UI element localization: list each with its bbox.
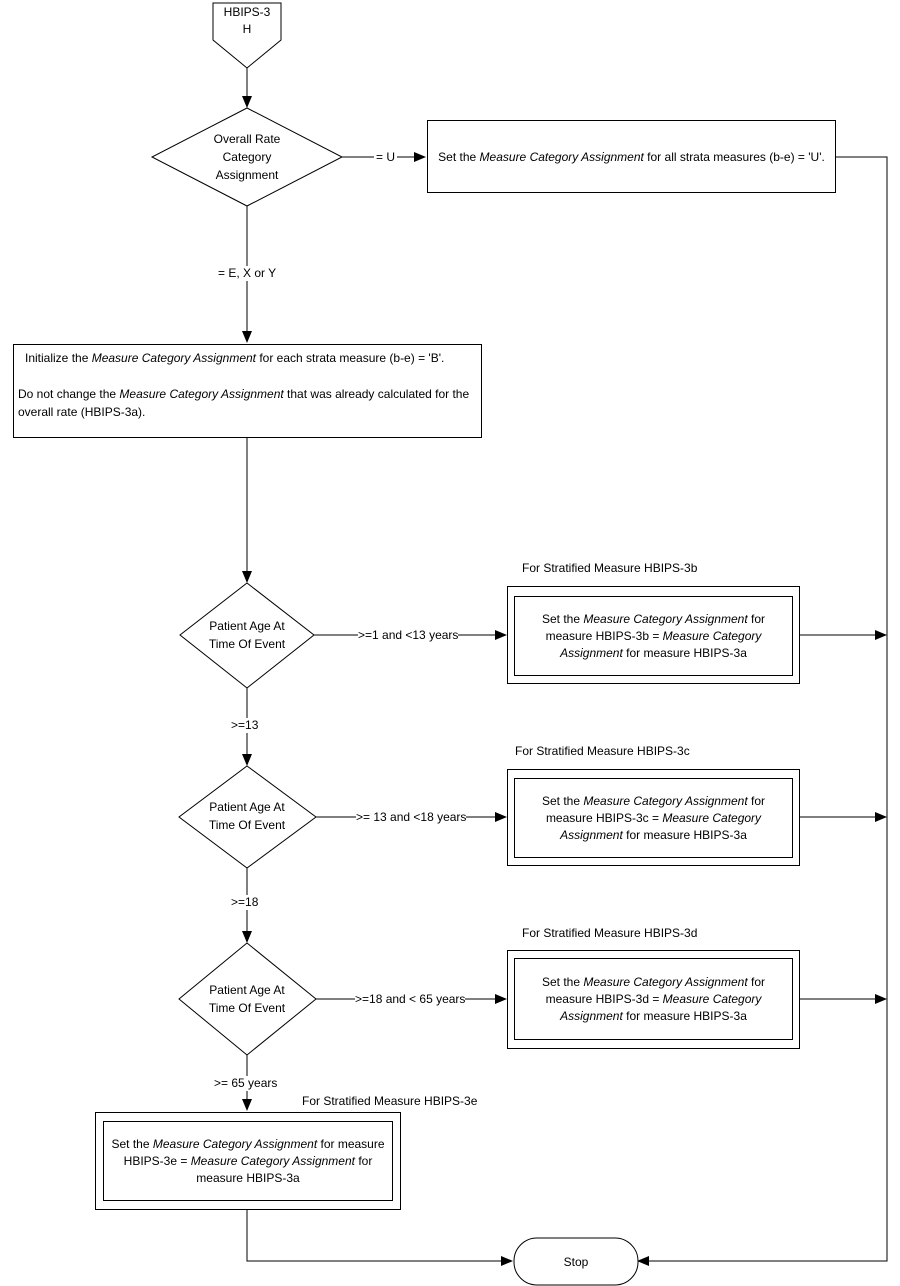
stratum-3d-heading: For Stratified Measure HBIPS-3d bbox=[522, 926, 698, 940]
stratum-3c-box bbox=[507, 769, 800, 866]
initialize-text-2: Do not change the Measure Category Assig… bbox=[18, 387, 470, 419]
decision-overall-line1: Overall Rate bbox=[213, 132, 281, 146]
initialize-box: Initialize the Measure Category Assignme… bbox=[13, 344, 482, 438]
stratum-3e-heading: For Stratified Measure HBIPS-3e bbox=[302, 1094, 478, 1108]
decision-overall-label: Overall Rate Category Assignment bbox=[180, 128, 314, 186]
decision-overall-line2: Category bbox=[222, 150, 272, 164]
edge-ge18-label: >=18 bbox=[231, 895, 259, 910]
stratum-3d-edge-label: >=18 and < 65 years bbox=[355, 992, 466, 1007]
stratum-3b-edge-label: >=1 and <13 years bbox=[358, 628, 459, 643]
stratum-3e-text: Set the Measure Category Assignment for … bbox=[111, 1136, 385, 1185]
stop-shape bbox=[513, 1237, 639, 1286]
stratum-3b-box bbox=[507, 586, 800, 684]
stratum-3e-inner: Set the Measure Category Assignment for … bbox=[103, 1121, 393, 1201]
stratum-3c-edge-label: >= 13 and <18 years bbox=[356, 810, 467, 825]
stratum-3e-box bbox=[95, 1112, 401, 1210]
stratum-3d-text: Set the Measure Category Assignment for … bbox=[541, 974, 765, 1023]
edge-ge13-label: >=13 bbox=[231, 718, 259, 733]
stratum-3c-text: Set the Measure Category Assignment for … bbox=[541, 793, 765, 842]
connector-label-line2: H bbox=[242, 22, 252, 36]
stratum-3d-inner: Set the Measure Category Assignment for … bbox=[514, 958, 793, 1040]
edge-ge65-label: >= 65 years bbox=[214, 1076, 278, 1091]
connector-label: HBIPS-3 H bbox=[213, 4, 281, 38]
edge-u-label: = U bbox=[374, 150, 398, 165]
stratum-3c-inner: Set the Measure Category Assignment for … bbox=[514, 778, 793, 858]
stratum-3c-heading: For Stratified Measure HBIPS-3c bbox=[515, 744, 690, 758]
set-u-box: Set the Measure Category Assignment for … bbox=[427, 120, 836, 193]
edge-exy-label: = E, X or Y bbox=[216, 266, 279, 281]
edge-3e-stop bbox=[246, 1210, 513, 1266]
stratum-3b-inner: Set the Measure Category Assignment for … bbox=[514, 596, 793, 676]
stratum-3b-text: Set the Measure Category Assignment for … bbox=[541, 611, 765, 660]
stop-label: Stop bbox=[563, 1254, 589, 1269]
stratum-3b-heading: For Stratified Measure HBIPS-3b bbox=[522, 561, 698, 575]
edge-return-line bbox=[637, 156, 888, 1266]
initialize-text-1: Initialize the Measure Category Assignme… bbox=[25, 351, 445, 365]
connector-shape bbox=[212, 2, 282, 69]
connector-label-line1: HBIPS-3 bbox=[223, 5, 271, 19]
set-u-text: Set the Measure Category Assignment for … bbox=[438, 149, 825, 164]
stratum-3d-box bbox=[507, 950, 800, 1049]
decision-overall-line3: Assignment bbox=[215, 168, 279, 182]
